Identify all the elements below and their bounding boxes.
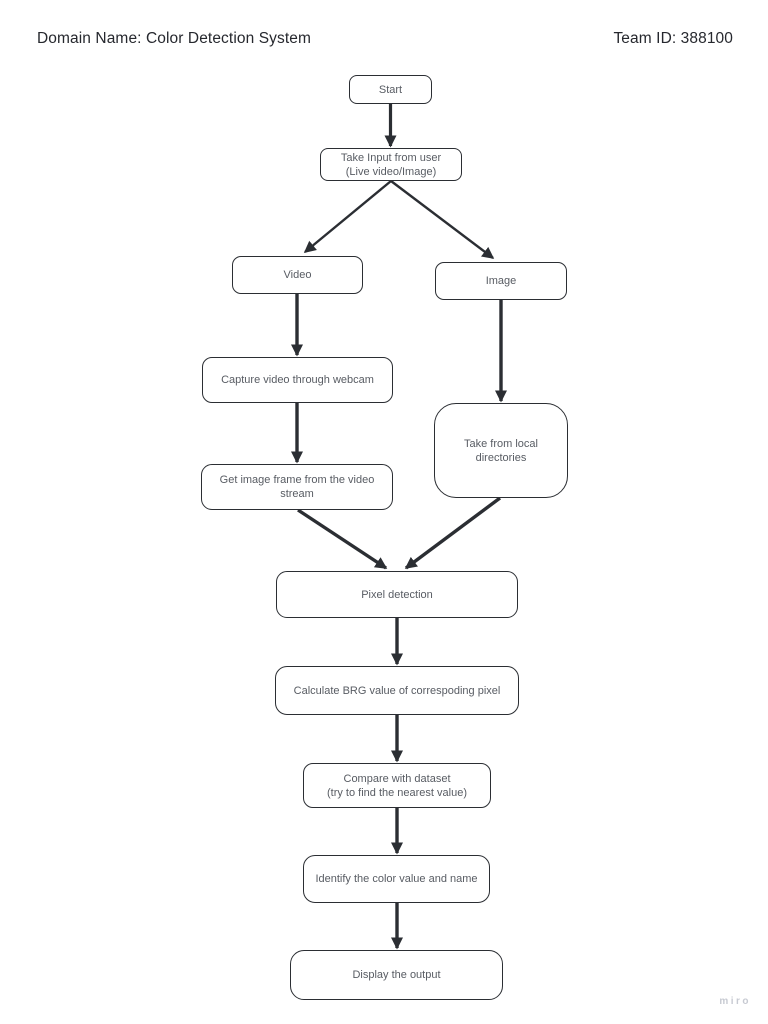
flow-node-get-image-frame: Get image frame from the video stream	[201, 464, 393, 510]
domain-name-title: Domain Name: Color Detection System	[37, 30, 311, 47]
node-label: Video	[283, 269, 312, 281]
edge-takeinput-image	[390, 180, 495, 259]
node-label: Capture video through webcam	[221, 374, 374, 386]
flow-node-take-input: Take Input from user (Live video/Image)	[320, 148, 462, 181]
node-label: Compare with dataset	[343, 772, 451, 785]
node-label: Take from local	[464, 437, 538, 450]
node-label: Image	[485, 275, 517, 287]
node-label: Display the output	[352, 969, 441, 981]
miro-watermark: miro	[719, 996, 751, 1007]
flow-node-capture-video: Capture video through webcam	[202, 357, 393, 403]
node-label: Calculate BRG value of correspoding pixe…	[293, 684, 501, 697]
flow-node-identify-color: Identify the color value and name	[303, 855, 490, 903]
flow-node-display-output: Display the output	[290, 950, 503, 1000]
node-label: Start	[378, 83, 403, 96]
node-label: (Live video/Image)	[345, 165, 437, 178]
node-label: Take Input from user	[340, 151, 442, 164]
flow-node-compare-dataset: Compare with dataset (try to find the ne…	[303, 763, 491, 808]
flow-node-local-directories: Take from local directories	[434, 403, 568, 498]
flow-node-pixel-detection: Pixel detection	[276, 571, 518, 618]
edge-getframe-pixel	[297, 508, 388, 570]
node-label: Pixel detection	[361, 588, 433, 601]
edge-takeinput-video	[303, 180, 392, 253]
flow-node-start: Start	[349, 75, 432, 104]
node-label: Get image frame from the video	[219, 474, 375, 486]
edge-localdir-pixel	[404, 496, 502, 570]
flow-node-video: Video	[232, 256, 363, 294]
flow-node-calculate-brg: Calculate BRG value of correspoding pixe…	[275, 666, 519, 715]
node-label: stream	[280, 488, 314, 500]
team-id-label: Team ID: 388100	[613, 30, 733, 47]
node-label: directories	[475, 451, 527, 464]
node-label: Identify the color value and name	[315, 873, 478, 885]
node-label: (try to find the nearest value)	[326, 786, 467, 799]
flow-node-image: Image	[435, 262, 567, 300]
